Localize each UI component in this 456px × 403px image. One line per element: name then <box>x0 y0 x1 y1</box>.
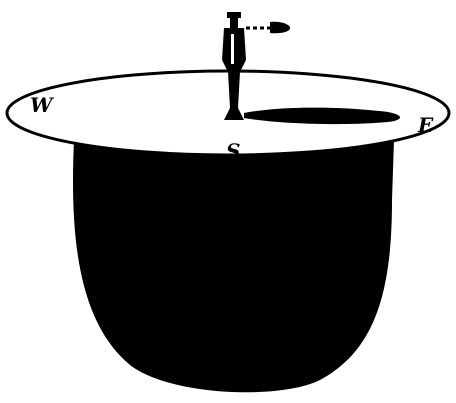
compass-label-south: S <box>226 139 240 163</box>
bowl-body <box>73 140 394 392</box>
compass-label-east: E <box>417 113 434 137</box>
compass-label-west: W <box>30 93 55 117</box>
sun-direction-arrow <box>246 22 290 33</box>
